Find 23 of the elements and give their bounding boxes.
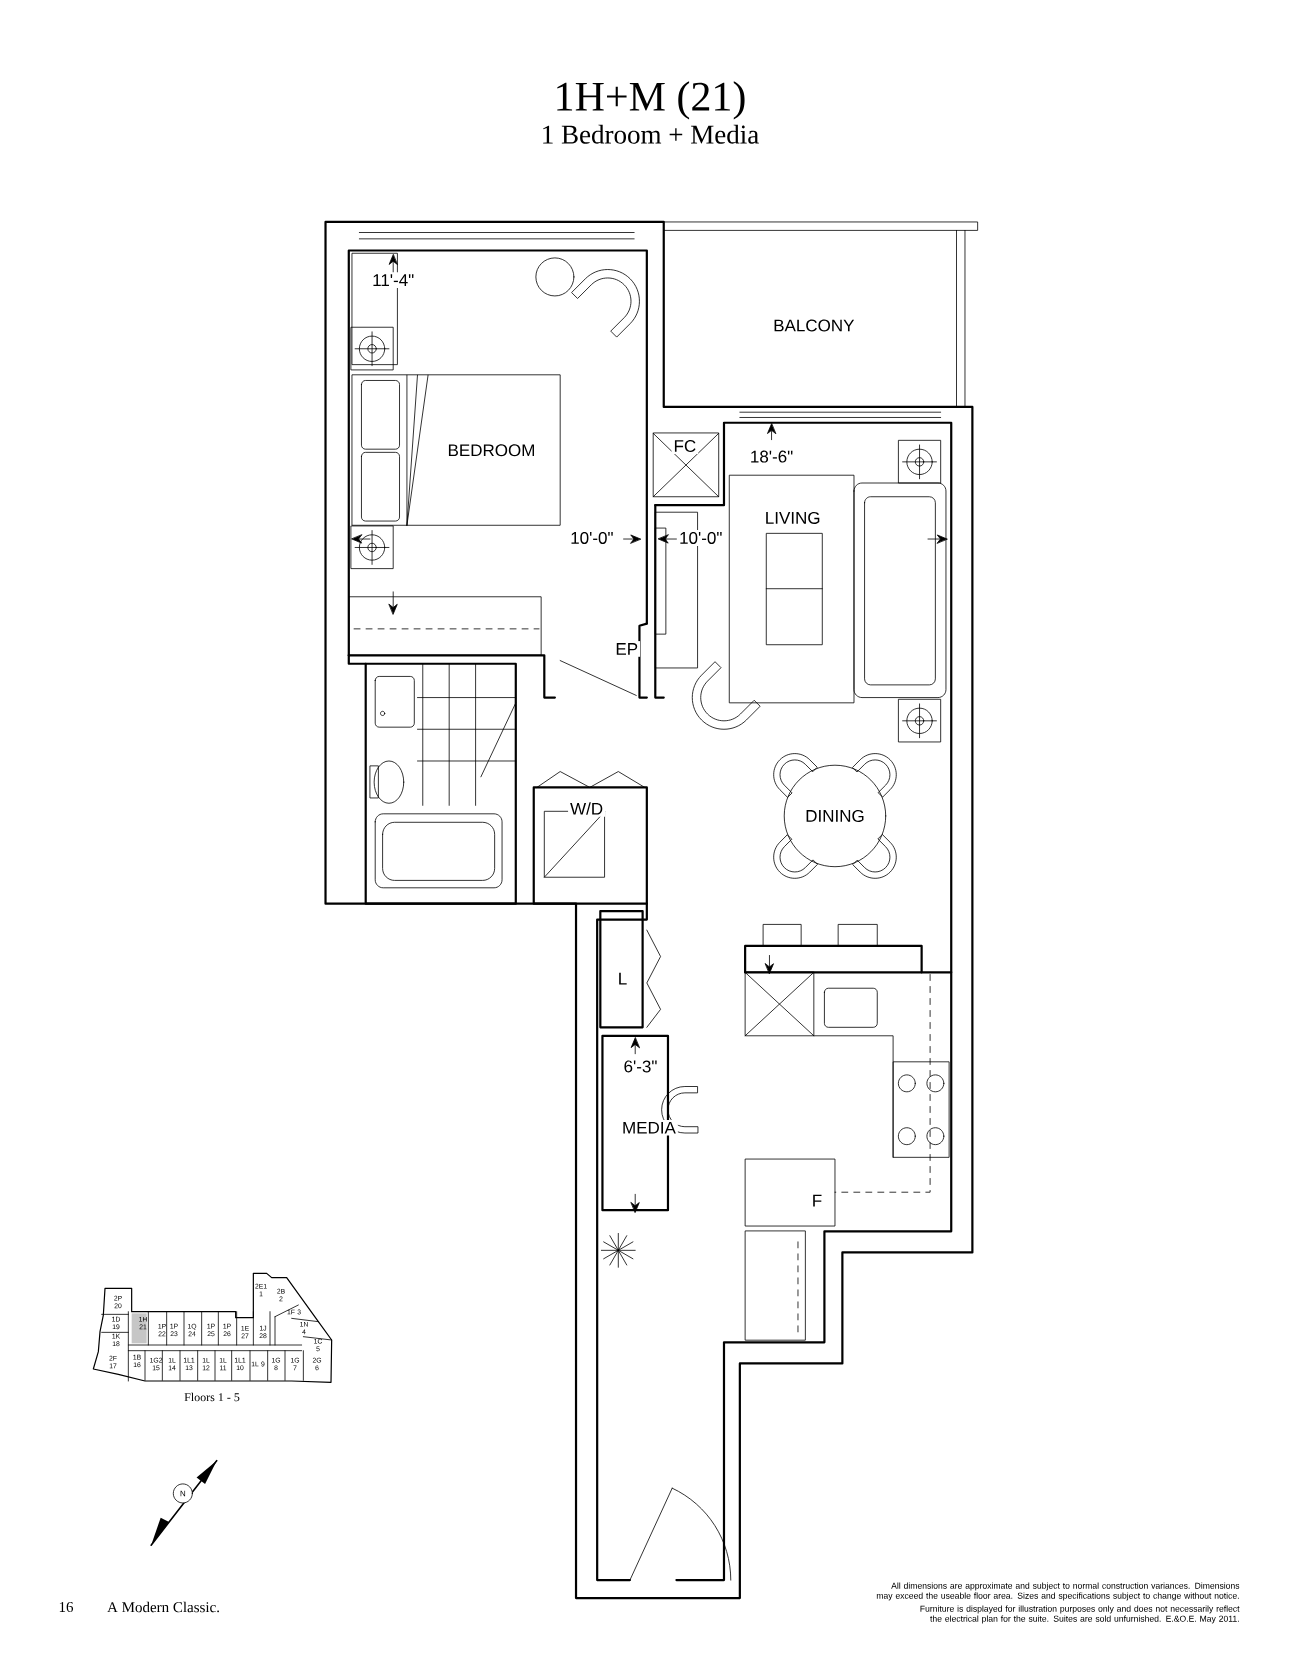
dimension-label: 10'-0" [568, 529, 616, 546]
room-label: EP [613, 641, 641, 657]
plan-title: 1H+M (21) [557, 81, 745, 120]
room-label: W/D [568, 800, 606, 817]
subtitle: 1 Bedroom + Media [543, 124, 759, 144]
disclaimer-text: All dimensions are approximate and subject to normal construction variances. Dimensions may exceed the useable floor area. Sizes and specifications subject to change without notice. [876, 1582, 1240, 1601]
dimension-label: 11'-4" [370, 272, 417, 288]
room-label: BEDROOM [445, 442, 538, 459]
compass-letter: N [180, 1490, 186, 1497]
disclaimer-text: Furniture is displayed for illustration purposes only and does not necessarily reflect the electrical plan for the suite. Suites are sold unfurnished. E.&O.E. May 2011. [920, 1605, 1240, 1624]
footer-tagline: A Modern Classic. [107, 1601, 219, 1613]
room-label: F [809, 1192, 825, 1209]
dimension-label: 6'-3" [621, 1058, 660, 1075]
dimension-label: 18'-6" [747, 448, 796, 465]
dimension-label: 10'-0" [677, 529, 725, 546]
key-plan-caption: Floors 1 - 5 [184, 1392, 240, 1402]
room-label: L [615, 970, 630, 987]
room-label: LIVING [762, 509, 823, 526]
page-number: 16 [59, 1602, 74, 1613]
room-label: DINING [803, 807, 867, 824]
room-label: BALCONY [771, 317, 857, 334]
room-label: MEDIA [620, 1119, 678, 1136]
room-label: FC [671, 438, 699, 455]
